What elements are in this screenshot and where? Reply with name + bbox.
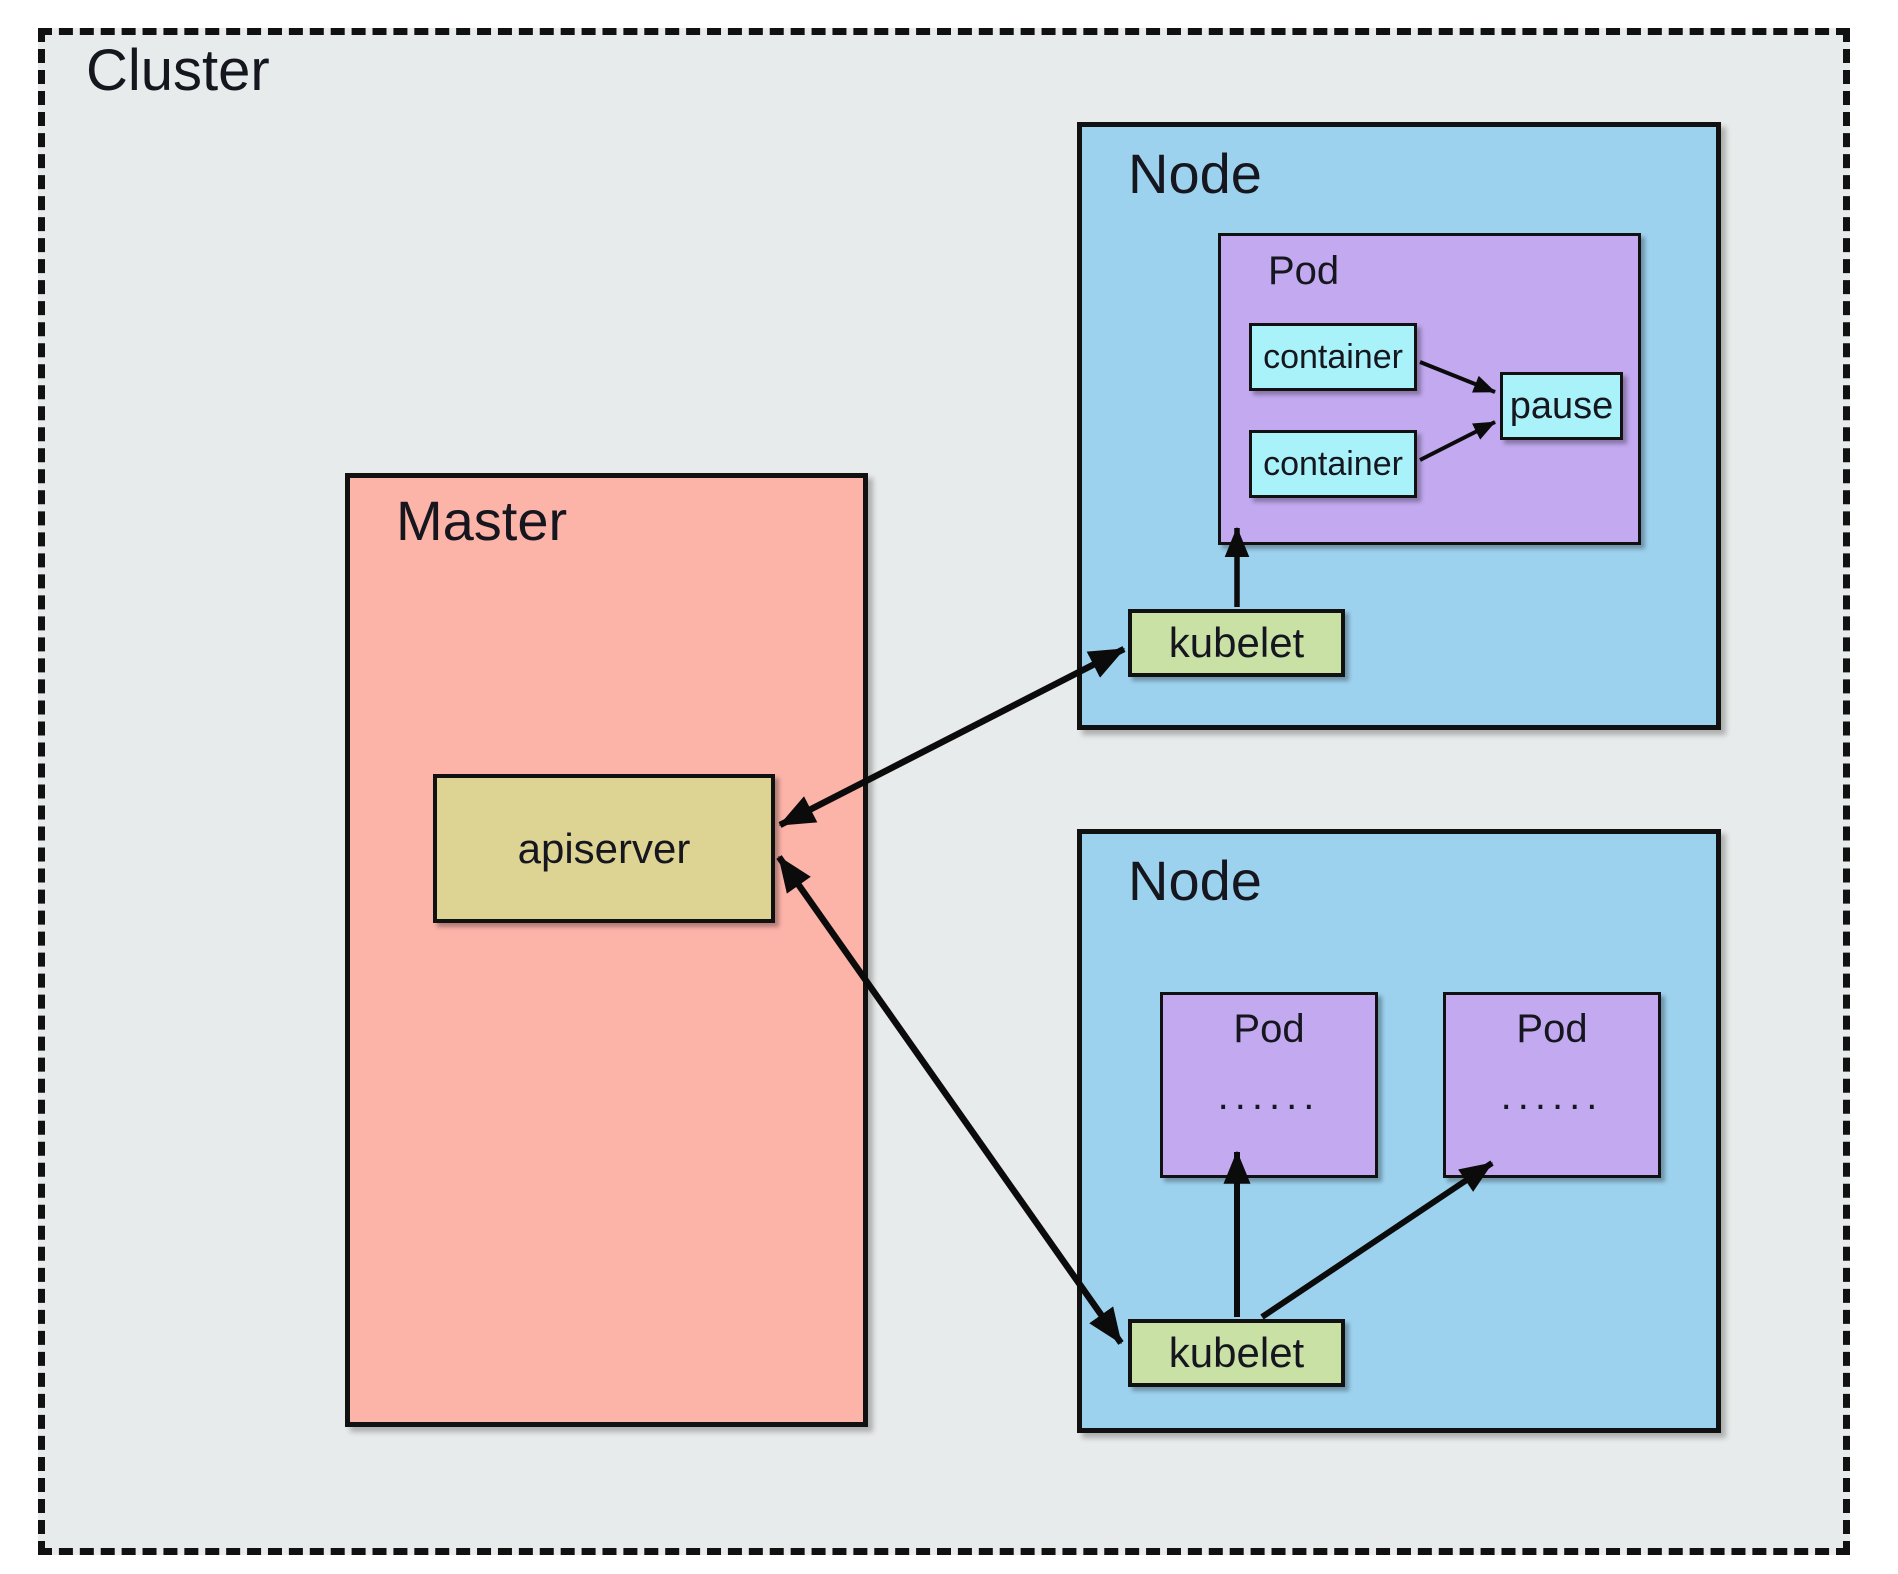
master-label: Master <box>396 489 568 552</box>
node-top-box: Node Pod container container pause kubel… <box>1077 122 1721 730</box>
pod-bottom-left-box: Pod ...... <box>1160 992 1378 1178</box>
pod-top-label: Pod <box>1268 249 1340 293</box>
node-top-label: Node <box>1128 142 1262 205</box>
pod-bottom-right-label: Pod <box>1516 1007 1588 1051</box>
cluster-box: Cluster Master apiserver Node Pod contai… <box>38 28 1850 1555</box>
apiserver-box: apiserver <box>433 774 775 923</box>
pod-bottom-right-dots: ...... <box>1500 1074 1604 1118</box>
pod-bottom-left-label: Pod <box>1233 1007 1305 1051</box>
master-box: Master apiserver <box>345 473 868 1427</box>
pod-bottom-left-dots: ...... <box>1217 1074 1321 1118</box>
pod-bottom-right-box: Pod ...... <box>1443 992 1661 1178</box>
pause-box: pause <box>1500 372 1623 440</box>
container-box-1: container <box>1249 323 1417 391</box>
node-bottom-label: Node <box>1128 849 1262 912</box>
container-box-2: container <box>1249 430 1417 498</box>
kubelet-bottom-box: kubelet <box>1128 1319 1345 1387</box>
kubelet-top-box: kubelet <box>1128 609 1345 677</box>
cluster-label: Cluster <box>86 38 270 103</box>
node-bottom-box: Node Pod ...... Pod ...... kubelet <box>1077 829 1721 1433</box>
pod-top-box: Pod container container pause <box>1218 233 1641 545</box>
